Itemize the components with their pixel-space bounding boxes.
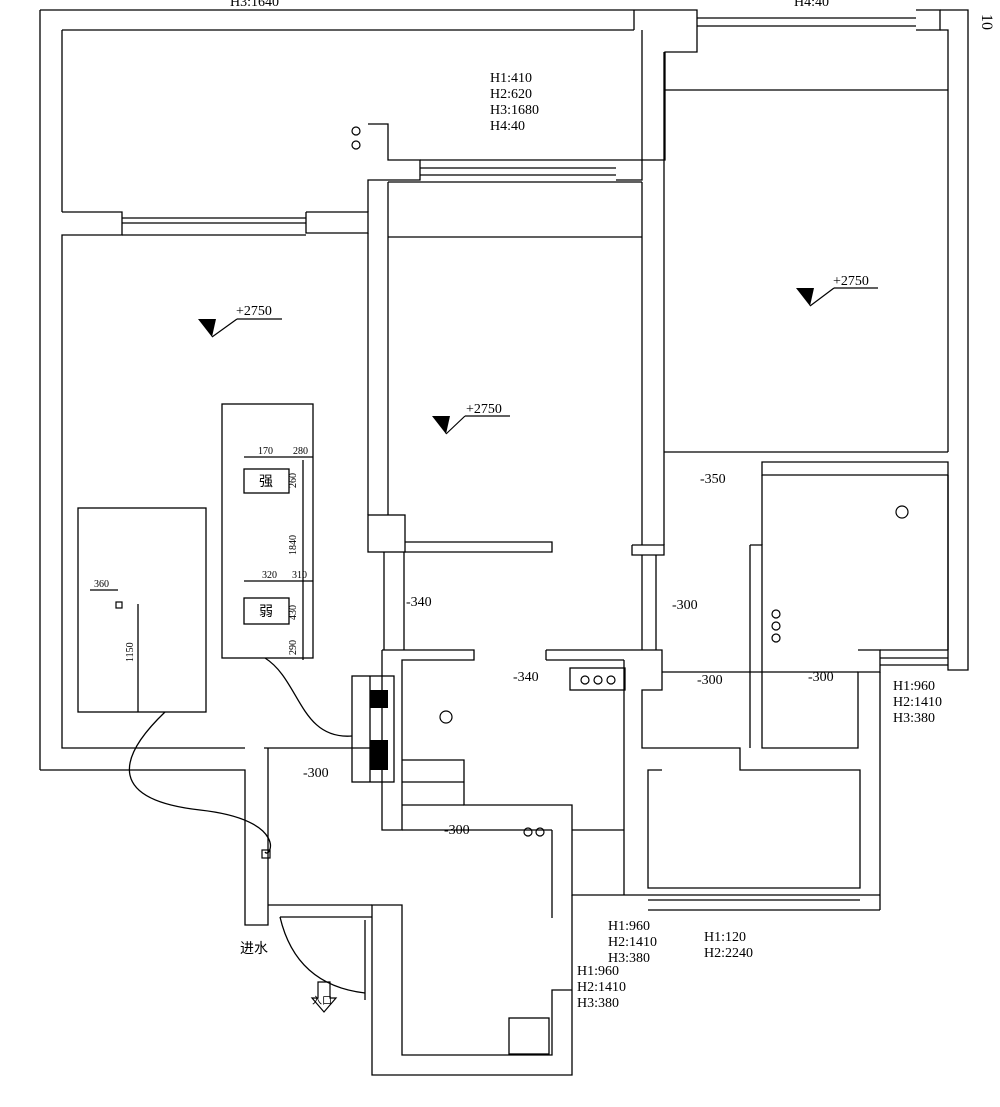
floor-level-hall-a: -340: [513, 670, 539, 685]
panel-dim-g: 430: [288, 605, 299, 620]
window-right-h3: H3:380: [893, 711, 935, 726]
window-kitchen-a-h1: H1:960: [608, 919, 650, 934]
corner-mark: 10: [978, 14, 995, 30]
window-kitchen-a-h3: H3:380: [608, 951, 650, 966]
floor-level-corridor-left: -340: [406, 595, 432, 610]
floor-level-hall-c: -300: [808, 670, 834, 685]
top-right-window-label: H4:40: [794, 0, 829, 10]
floor-level-corridor-mid: -300: [672, 598, 698, 613]
ceiling-level-bedroom-right: +2750: [833, 274, 869, 289]
window-top-h1: H1:410: [490, 71, 532, 86]
window-kitchen-a-h2: H2:1410: [608, 935, 657, 950]
panel-dim-h: 290: [288, 640, 299, 655]
ceiling-level-living: +2750: [236, 304, 272, 319]
window-kitchen-b-h1: H1:960: [577, 964, 619, 979]
panel-weak-label: 弱: [259, 604, 273, 620]
window-right-h1: H1:960: [893, 679, 935, 694]
window-kitchen-b-h3: H3:380: [577, 996, 619, 1011]
window-kitchen-b-h2: H2:1410: [577, 980, 626, 995]
window-right-h2: H2:1410: [893, 695, 942, 710]
entrance-label: 入口: [312, 996, 332, 1007]
panel-strong-label: 强: [259, 474, 273, 490]
panel-dim-c: 260: [288, 473, 299, 488]
ceiling-level-bedroom-mid: +2750: [466, 402, 502, 417]
window-top-h2: H2:620: [490, 87, 532, 102]
window-top-h3: H3:1680: [490, 103, 539, 118]
window-balcony-h1: H1:120: [704, 930, 746, 945]
panel-dim-f: 310: [292, 570, 307, 581]
panel-dim-a: 170: [258, 446, 273, 457]
top-left-dim-label: H3:1640: [230, 0, 279, 10]
panel-dim-b: 280: [293, 446, 308, 457]
floor-level-hall-b: -300: [697, 673, 723, 688]
water-inlet-label: 进水: [240, 941, 268, 957]
floor-level-entry: -300: [303, 766, 329, 781]
left-box-dim-b: 1150: [125, 642, 136, 662]
window-top-h4: H4:40: [490, 119, 525, 134]
floor-level-right-room: -350: [700, 472, 726, 487]
window-balcony-h2: H2:2240: [704, 946, 753, 961]
floor-level-kitchen: -300: [444, 823, 470, 838]
left-box-dim-a: 360: [94, 579, 109, 590]
panel-dim-d: 1840: [288, 535, 299, 555]
panel-dim-e: 320: [262, 570, 277, 581]
